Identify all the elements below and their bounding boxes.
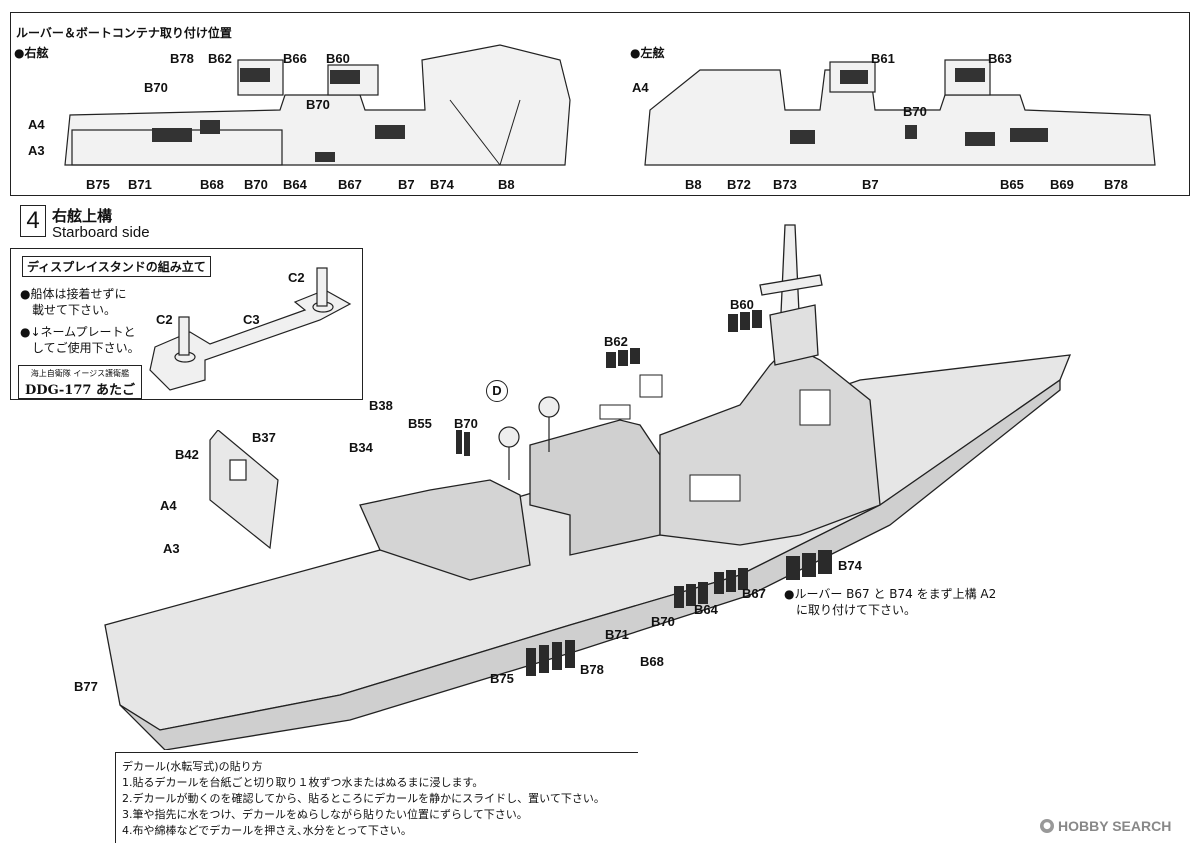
label-b70-top-port: B70 [903,104,927,119]
louver-note: ●ルーバー B67 と B74 をまず上構 A2 に取り付けて下さい。 [784,586,996,618]
label-b60-top: B60 [326,51,350,66]
label-b62: B62 [604,334,628,349]
louver-b75 [526,640,575,676]
nameplate: 海上自衛隊 イージス護衛艦 DDG-177 あたご [18,365,142,399]
louver-b62 [606,348,640,368]
label-d: D [492,383,502,398]
label-b74: B74 [838,558,862,573]
decal-step-1: 1.貼るデカールを台紙ごと切り取り１枚ずつ水またはぬるまに浸します。 [122,776,484,789]
louver-b64 [674,582,708,608]
label-b78-top: B78 [170,51,194,66]
display-stand-drawing [149,267,352,391]
label-b75: B75 [490,671,514,686]
label-b7-top-stbd: B7 [398,177,415,192]
label-b68-top: B68 [200,177,224,192]
louver-b74 [786,550,832,580]
installation-panel-title: ルーバー＆ボートコンテナ取り付け位置 [14,24,234,41]
decal-step-4: 4.布や綿棒などでデカールを押さえ､水分をとって下さい。 [122,824,412,837]
label-b70-main-a: B70 [454,416,478,431]
label-b73-top: B73 [773,177,797,192]
label-b7-top-port: B7 [862,177,879,192]
label-a4-top-stbd: A4 [28,117,45,132]
step-title-en: Starboard side [52,224,150,241]
label-b65-top: B65 [1000,177,1024,192]
label-a4-top-port: A4 [632,80,649,95]
louver-b70-main [456,430,470,456]
step-number-box: 4 [20,205,46,237]
louver-note-line1: ●ルーバー B67 と B74 をまず上構 A2 [784,587,997,601]
stand-note-2-line2: してご使用下さい。 [32,341,140,355]
label-b70-top-b: B70 [306,97,330,112]
label-b78-top-port: B78 [1104,177,1128,192]
label-b75-top: B75 [86,177,110,192]
decal-instructions: デカール(水転写式)の貼り方 1.貼るデカールを台紙ごと切り取り１枚ずつ水または… [115,752,638,843]
display-stand-box [10,248,363,400]
step-title-jp: 右舷上構 [52,207,113,225]
louver-b67 [714,568,748,594]
label-b66-top: B66 [283,51,307,66]
label-b42: B42 [175,447,199,462]
label-b55: B55 [408,416,432,431]
display-stand-title: ディスプレイスタンドの組み立て [22,256,211,277]
louver-b60 [728,310,762,332]
port-superstructure-drawing [644,59,1156,166]
label-b8-top-stbd: B8 [498,177,515,192]
watermark-logo-icon: ● [1040,819,1054,833]
label-b77: B77 [74,679,98,694]
port-label: ●左舷 [630,46,665,60]
stand-note-1-line1: ●船体は接着せずに [20,287,127,301]
nameplate-subtitle: 海上自衛隊 イージス護衛艦 [30,369,130,378]
label-b64: B64 [694,602,718,617]
label-b37: B37 [252,430,276,445]
label-b69-top: B69 [1050,177,1074,192]
label-b68: B68 [640,654,664,669]
nameplate-title: DDG-177 あたご [25,383,135,398]
label-c2-b: C2 [156,312,173,327]
label-b60: B60 [730,297,754,312]
louver-note-line2: に取り付けて下さい。 [796,603,917,617]
label-b71: B71 [605,627,629,642]
stand-note-1: ●船体は接着せずに 載せて下さい。 [20,286,126,318]
label-c2-a: C2 [288,270,305,285]
label-b63-top: B63 [988,51,1012,66]
label-c3: C3 [243,312,260,327]
label-b67: B67 [742,586,766,601]
label-b34: B34 [349,440,373,455]
label-b70-top-c: B70 [244,177,268,192]
installation-position-panel [10,12,1190,196]
stand-note-2: ●↓ネームプレートと してご使用下さい。 [20,324,140,356]
watermark: ● HOBBY SEARCH [1040,818,1171,834]
label-a4: A4 [160,498,177,513]
label-b72-top: B72 [727,177,751,192]
label-b64-top: B64 [283,177,307,192]
label-b62-top: B62 [208,51,232,66]
label-b70-main-b: B70 [651,614,675,629]
label-b67-top: B67 [338,177,362,192]
ship-hull-illustration [104,224,1072,750]
stand-note-2-line1: ●↓ネームプレートと [20,325,136,339]
part-d-radars [498,396,560,480]
label-b78: B78 [580,662,604,677]
label-b61-top: B61 [871,51,895,66]
label-b71-top: B71 [128,177,152,192]
label-a3-top-stbd: A3 [28,143,45,158]
label-b38: B38 [369,398,393,413]
label-a3: A3 [163,541,180,556]
step-number: 4 [26,207,40,234]
starboard-superstructure-drawing [64,44,571,166]
decal-step-3: 3.筆や指先に水をつけ、デカールをぬらしながら貼りたい位置にずらして下さい。 [122,808,528,821]
stand-note-1-line2: 載せて下さい。 [32,303,117,317]
board-b42 [209,430,279,550]
watermark-text: HOBBY SEARCH [1058,818,1172,834]
decal-title: デカール(水転写式)の貼り方 [122,760,263,773]
label-b74-top: B74 [430,177,454,192]
label-b8-top-port: B8 [685,177,702,192]
decal-step-2: 2.デカールが動くのを確認してから、貼るところにデカールを静かにスライドし、置い… [122,792,605,805]
label-b70-top-a: B70 [144,80,168,95]
starboard-label: ●右舷 [14,46,49,60]
label-d-circle: D [486,380,508,402]
